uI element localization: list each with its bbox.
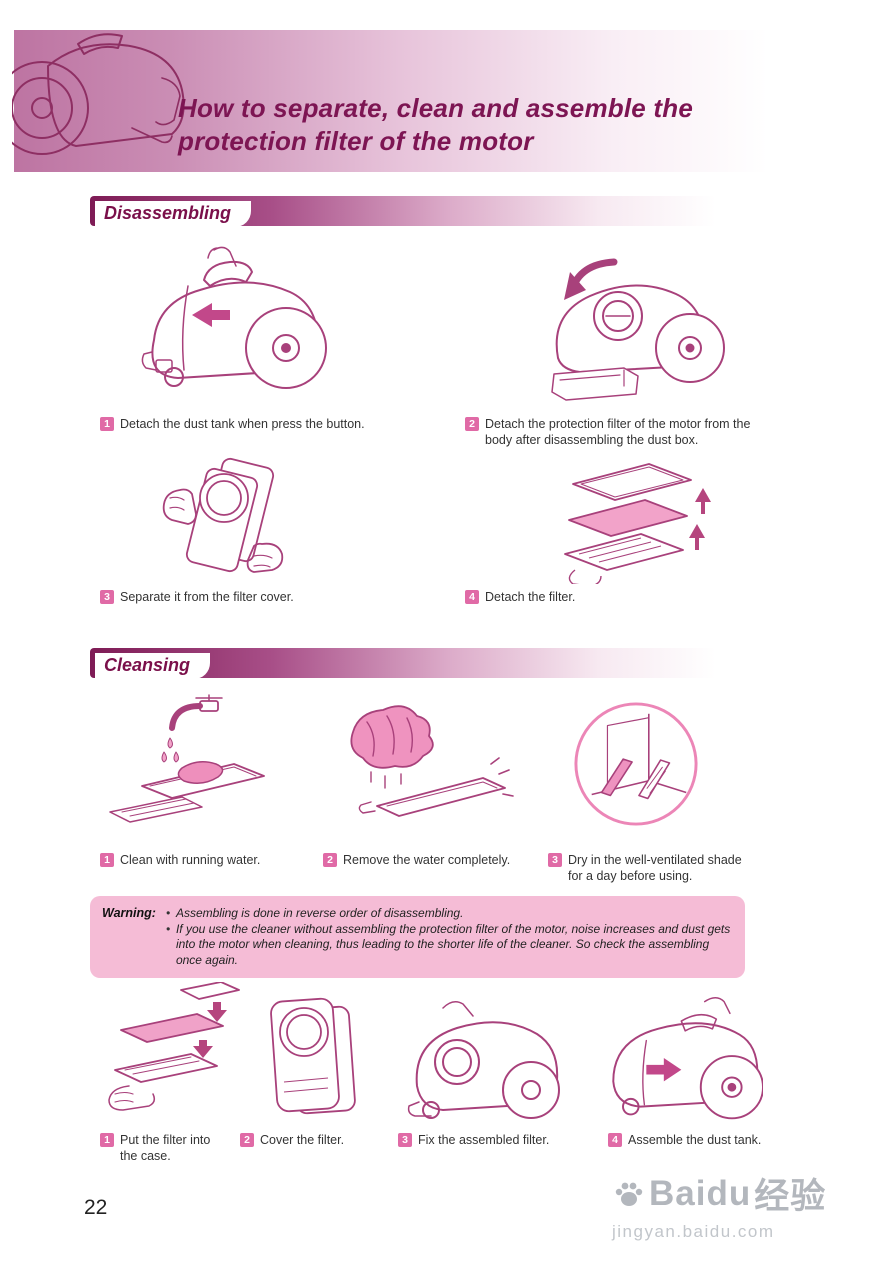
illustration-detach-filter-exploded [564, 463, 711, 584]
illustration-detach-dust-tank [141, 246, 327, 389]
step-caption-block: 1 Detach the dust tank when press the bu… [100, 416, 440, 432]
illustration-cover-filter [270, 997, 356, 1115]
step-caption-block: 2 Remove the water completely. [323, 852, 553, 868]
step-caption-block: 3 Dry in the well-ventilated shade for a… [548, 852, 753, 884]
step-caption-text: Assemble the dust tank. [628, 1133, 762, 1147]
illustration-detach-protection-filter [551, 258, 725, 401]
step-caption-text: Separate it from the filter cover. [120, 590, 294, 604]
step-caption-text: Detach the dust tank when press the butt… [120, 417, 365, 431]
illustration-separate-filter-cover [162, 457, 284, 573]
illustration-fix-assembled-filter [407, 1001, 560, 1119]
section-banner-disassembling: Disassembling [90, 196, 742, 227]
illustration-dry-in-shade [574, 702, 698, 826]
step-number-badge: 4 [608, 1133, 622, 1147]
step-number-badge: 3 [548, 853, 562, 867]
step-number-badge: 3 [398, 1133, 412, 1147]
page-title-line2: protection filter of the motor [178, 126, 534, 156]
vacuum-cleaner-header-illustration [12, 33, 185, 155]
step-caption-block: 4 Assemble the dust tank. [608, 1132, 788, 1148]
step-caption-block: 1 Put the filter into the case. [100, 1132, 215, 1164]
warning-label: Warning: [102, 906, 156, 920]
watermark-url: jingyan.baidu.com [612, 1222, 775, 1241]
step-caption-block: 3 Separate it from the filter cover. [100, 589, 400, 605]
page-title-line1: How to separate, clean and assemble the [178, 93, 693, 123]
step-number-badge: 1 [100, 1133, 114, 1147]
step-number-badge: 2 [465, 417, 479, 431]
rotate-arrow-head-icon [564, 272, 586, 300]
illustration-assemble-dust-tank [612, 997, 763, 1120]
down-arrow-icon [193, 1040, 213, 1058]
step-caption-text: Clean with running water. [120, 853, 261, 867]
watermark-brand: Baidu [649, 1173, 752, 1213]
step-caption-block: 2 Detach the protection filter of the mo… [465, 416, 765, 448]
step-caption-text: Put the filter into the case. [120, 1133, 211, 1163]
step-number-badge: 1 [100, 853, 114, 867]
warning-bullet-list: Assembling is done in reverse order of d… [166, 906, 731, 968]
step-caption-text: Dry in the well-ventilated shade for a d… [568, 853, 742, 883]
section-title-cleansing: Cleansing [95, 653, 211, 679]
step-caption-text: Detach the protection filter of the moto… [485, 417, 751, 447]
illustration-clean-running-water [109, 694, 265, 823]
section-banner-cleansing: Cleansing [90, 648, 742, 679]
page-number: 22 [84, 1196, 108, 1219]
step-caption-text: Fix the assembled filter. [418, 1133, 550, 1147]
step-number-badge: 1 [100, 417, 114, 431]
step-number-badge: 3 [100, 590, 114, 604]
watermark: Baidu 经验 jingyan.baidu.com [612, 1168, 826, 1242]
step-caption-block: 3 Fix the assembled filter. [398, 1132, 573, 1148]
illustration-remove-water [350, 705, 514, 817]
step-number-badge: 4 [465, 590, 479, 604]
step-caption-text: Remove the water completely. [343, 853, 511, 867]
step-caption-text: Cover the filter. [260, 1133, 345, 1147]
step-number-badge: 2 [323, 853, 337, 867]
step-number-badge: 2 [240, 1133, 254, 1147]
up-arrow-icon [689, 524, 705, 550]
illustration-put-filter-into-case [108, 982, 240, 1111]
watermark-brand-row: Baidu 经验 [612, 1168, 826, 1219]
warning-box: Warning: Assembling is done in reverse o… [90, 896, 745, 978]
page-header: How to separate, clean and assemble the … [12, 30, 871, 172]
step-caption-block: 4 Detach the filter. [465, 589, 685, 605]
warning-bullet: If you use the cleaner without assemblin… [166, 922, 731, 969]
page-title: How to separate, clean and assemble the … [178, 92, 693, 158]
paw-icon [615, 1182, 643, 1206]
step-caption-text: Detach the filter. [485, 590, 576, 604]
down-arrow-icon [207, 1002, 227, 1022]
up-arrow-icon [695, 488, 711, 514]
step-caption-block: 2 Cover the filter. [240, 1132, 380, 1148]
right-arrow-icon [646, 1058, 682, 1082]
press-button-arrow-icon [192, 303, 230, 327]
step-caption-block: 1 Clean with running water. [100, 852, 320, 868]
section-title-disassembling: Disassembling [95, 201, 252, 227]
watermark-brand-cn: 经验 [754, 1177, 827, 1216]
warning-bullet: Assembling is done in reverse order of d… [166, 906, 731, 922]
